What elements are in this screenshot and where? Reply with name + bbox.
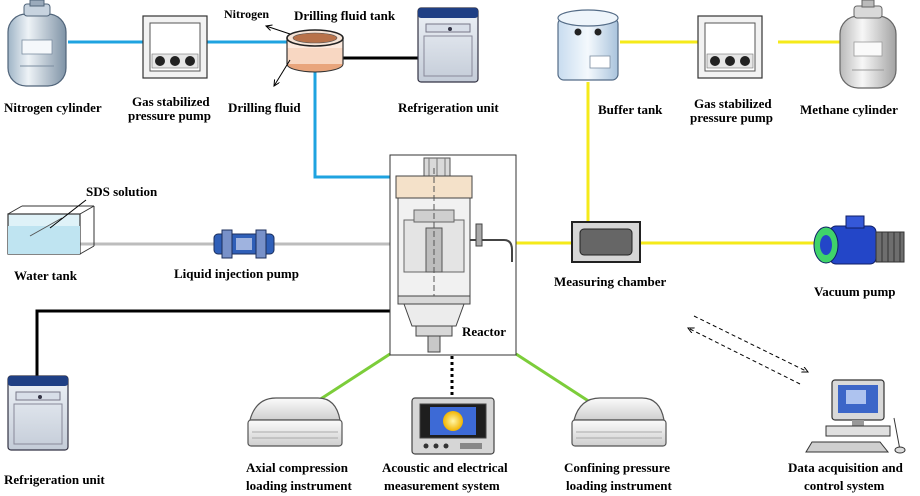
drilling-fluid-line-tank-reactor xyxy=(313,72,392,179)
water-tank-label: Water tank xyxy=(14,268,78,283)
gas-stabilized-pressure-pump-left-icon xyxy=(142,15,208,79)
axial-loading-instrument-icon xyxy=(247,397,343,447)
connection-lines xyxy=(35,40,840,404)
reactor-label: Reactor xyxy=(462,324,506,339)
sds-pointer-line xyxy=(49,199,87,229)
gas-pump-right-label-line2: pressure pump xyxy=(690,110,773,125)
measuring-chamber-label: Measuring chamber xyxy=(554,274,667,289)
daq-label-line1: Data acquisition and xyxy=(788,460,904,475)
axial-label-line2: loading instrument xyxy=(246,478,352,493)
daq-label-line2: control system xyxy=(804,478,884,493)
methane-cylinder-label: Methane cylinder xyxy=(800,102,898,117)
gas-pump-left-label-line1: Gas stabilized xyxy=(132,94,210,109)
confining-loading-instrument-icon xyxy=(571,397,667,447)
liquid-injection-pump-icon xyxy=(213,229,275,259)
refrigeration-unit-top-icon xyxy=(417,7,479,83)
drilling-fluid-tank-icon xyxy=(286,29,344,73)
liquid-injection-pump-label: Liquid injection pump xyxy=(174,266,299,281)
buffer-tank-icon xyxy=(557,9,619,81)
acoustic-label-line2: measurement system xyxy=(384,478,500,493)
water-tank-icon xyxy=(7,205,95,255)
gas-stabilized-pressure-pump-right-icon xyxy=(697,15,763,79)
measuring-chamber-icon xyxy=(571,221,641,263)
data-arrow-to-daq xyxy=(693,315,808,372)
methane-cylinder-icon xyxy=(839,0,897,89)
confining-label-line2: loading instrument xyxy=(566,478,672,493)
acoustic-measurement-system-icon xyxy=(411,397,495,455)
drilling-fluid-pointer-arrow xyxy=(274,59,291,86)
data-arrow-from-daq xyxy=(688,328,801,385)
axial-loading-line xyxy=(315,352,391,404)
nitrogen-cylinder-icon xyxy=(7,0,67,87)
refrigeration-unit-bottom-icon xyxy=(7,375,69,451)
acoustic-label-line1: Acoustic and electrical xyxy=(382,460,508,475)
confining-label-line1: Confining pressure xyxy=(564,460,670,475)
confining-loading-line xyxy=(515,352,591,404)
refrigeration-unit-bottom-label: Refrigeration unit xyxy=(4,472,105,487)
buffer-tank-label: Buffer tank xyxy=(598,102,663,117)
gas-pump-right-label-line1: Gas stabilized xyxy=(694,96,772,111)
sds-solution-label: SDS solution xyxy=(86,184,158,199)
vacuum-pump-label: Vacuum pump xyxy=(814,284,896,299)
gas-pump-left-label-line2: pressure pump xyxy=(128,108,211,123)
axial-label-line1: Axial compression xyxy=(246,460,349,475)
computer-icon xyxy=(805,379,906,454)
reactor-icon xyxy=(389,154,517,356)
nitrogen-cylinder-label: Nitrogen cylinder xyxy=(4,100,102,115)
refrigeration-line-bottom xyxy=(35,309,390,378)
drilling-fluid-label: Drilling fluid xyxy=(228,100,301,115)
nitrogen-pointer-arrow xyxy=(266,26,291,35)
drilling-fluid-tank-label: Drilling fluid tank xyxy=(294,8,396,23)
refrigeration-unit-top-label: Refrigeration unit xyxy=(398,100,499,115)
vacuum-pump-icon xyxy=(813,215,905,265)
nitrogen-label: Nitrogen xyxy=(224,7,269,21)
